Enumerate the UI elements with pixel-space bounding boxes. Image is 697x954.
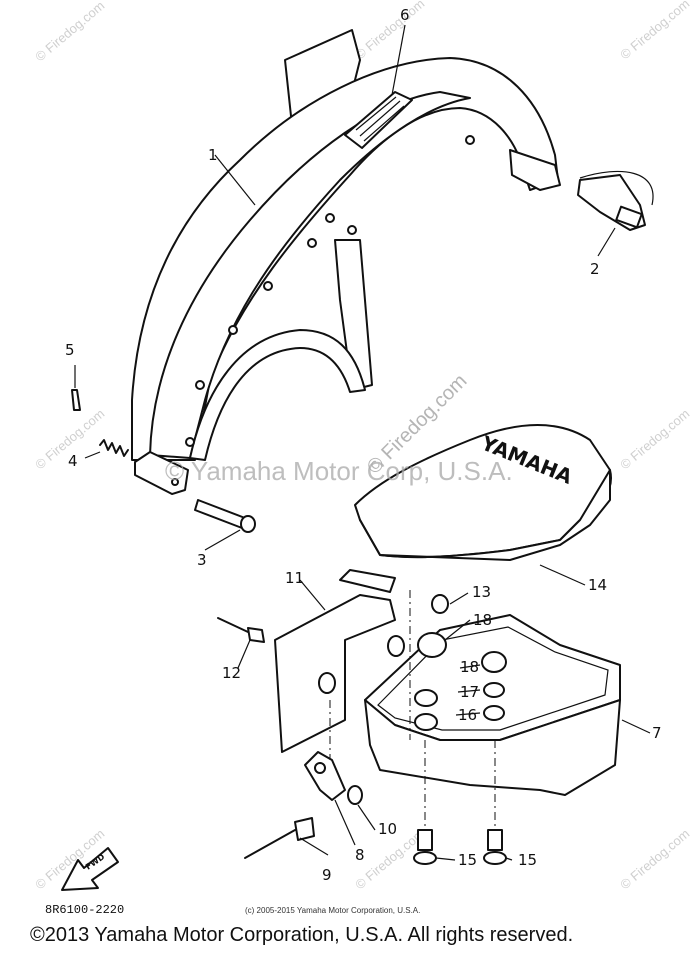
leader-lines (74, 24, 651, 861)
spring-4 (99, 439, 129, 457)
watermark-corner-tr: © Firedog.com (617, 0, 692, 62)
part-label-11: 11 (285, 569, 304, 587)
side-plate (274, 594, 405, 753)
battery-box (364, 594, 621, 796)
bracket-8 (304, 751, 346, 801)
caution-label (344, 91, 413, 149)
part-label-3: 3 (197, 551, 207, 569)
watermark-corner-br: © Firedog.com (617, 826, 692, 892)
part-label-10: 10 (378, 820, 397, 838)
part-label-12: 12 (222, 664, 241, 682)
part-label-7: 7 (652, 724, 662, 742)
part-label-4: 4 (68, 452, 78, 470)
rear-clip (577, 170, 654, 231)
chain-case-cover (131, 29, 561, 495)
watermark-center: © Yamaha Motor Corp, U.S.A. (165, 456, 513, 486)
part-label-1: 1 (208, 146, 218, 164)
screw-12 (217, 617, 265, 643)
pin-3 (194, 499, 256, 533)
box-fittings (414, 594, 507, 731)
part-number-labels: 1 2 3 4 5 6 7 8 9 10 11 12 13 14 15 15 1… (65, 6, 662, 884)
part-label-18b: 18 (460, 658, 479, 676)
box-cover: YAMAHA (339, 424, 612, 593)
part-label-16: 16 (458, 706, 477, 724)
washer-10 (347, 785, 363, 805)
part-label-15a: 15 (458, 851, 477, 869)
footer-copyright: ©2013 Yamaha Motor Corporation, U.S.A. A… (30, 924, 574, 946)
part-label-6: 6 (400, 6, 410, 24)
drawing-code: 8R6100-2220 (45, 903, 124, 917)
watermark-corner-tl: © Firedog.com (32, 0, 107, 64)
small-copyright: (c) 2005-2015 Yamaha Motor Corporation, … (245, 906, 420, 915)
watermark-corner-tc: © Firedog.com (352, 0, 427, 62)
part-label-14: 14 (588, 576, 607, 594)
part-label-17: 17 (460, 683, 479, 701)
bolts-15 (413, 829, 507, 865)
watermark-corner-mr: © Firedog.com (617, 406, 692, 472)
part-label-15b: 15 (518, 851, 537, 869)
screw-9 (244, 817, 315, 859)
cotter-pin-5 (71, 389, 81, 411)
part-label-9: 9 (322, 866, 332, 884)
part-label-8: 8 (355, 846, 365, 864)
guide-lines (329, 590, 496, 830)
part-label-2: 2 (590, 260, 600, 278)
part-label-5: 5 (65, 341, 75, 359)
part-label-18a: 18 (473, 611, 492, 629)
part-label-13: 13 (472, 583, 491, 601)
